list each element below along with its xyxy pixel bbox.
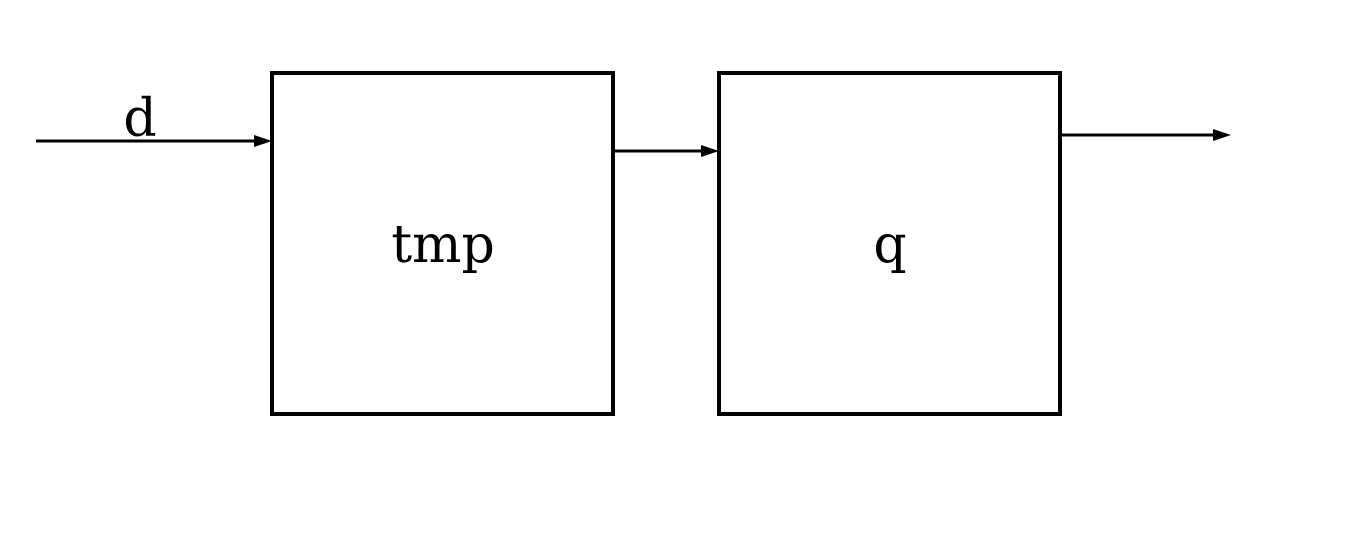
block-tmp: tmp <box>270 71 615 416</box>
input-arrowhead <box>254 135 272 147</box>
input-arrow <box>36 135 272 147</box>
block-q-label: q <box>873 215 906 275</box>
block-q: q <box>717 71 1062 416</box>
tmp-to-q-arrow <box>613 145 719 157</box>
block-tmp-label: tmp <box>391 215 495 275</box>
output-arrowhead <box>1213 129 1231 141</box>
input-signal-label: d <box>123 89 156 149</box>
output-arrow <box>1060 129 1231 141</box>
tmp-to-q-arrowhead <box>701 145 719 157</box>
block-tmp-box <box>270 71 615 416</box>
block-q-box <box>717 71 1062 416</box>
